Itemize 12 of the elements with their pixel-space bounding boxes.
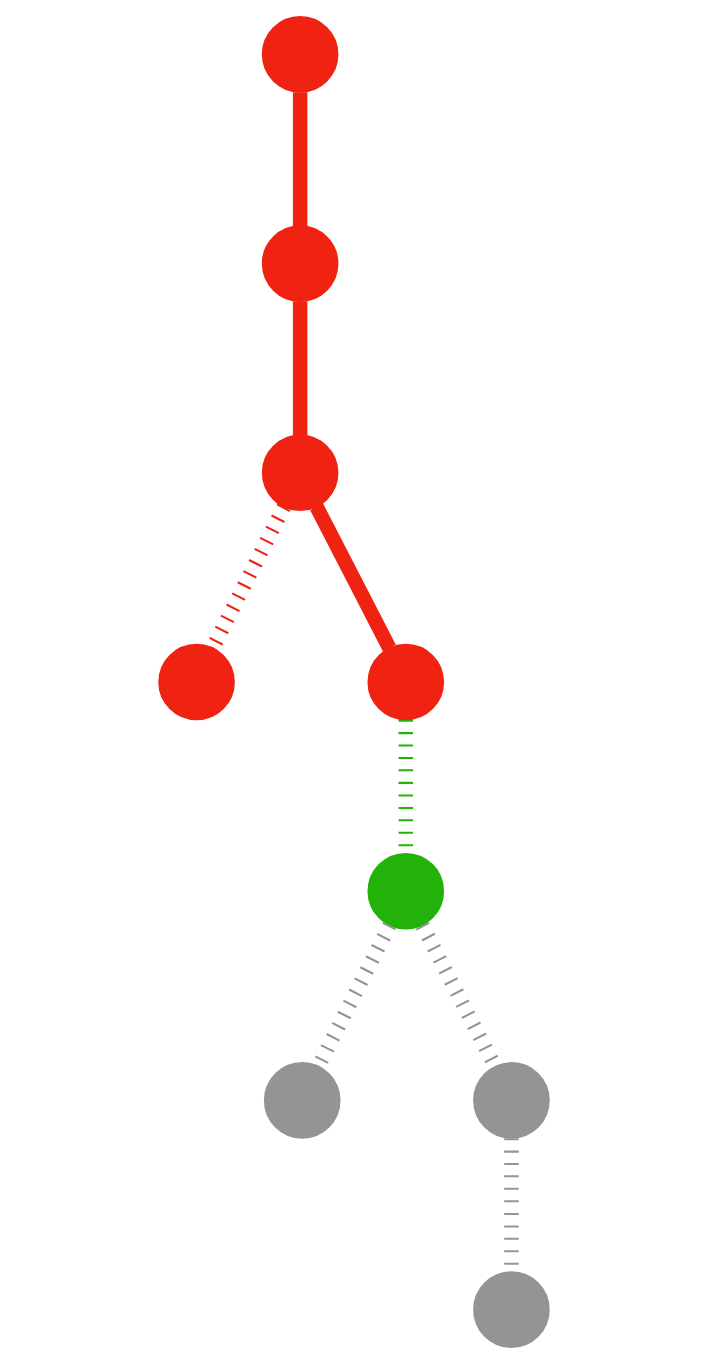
connector	[292, 301, 308, 436]
node-circle	[261, 225, 339, 302]
node-circle	[263, 1062, 341, 1139]
node-circle	[473, 1062, 550, 1139]
node-circle	[261, 16, 339, 93]
node-circle	[473, 1271, 550, 1348]
node-circle	[367, 852, 445, 930]
node-circle	[261, 434, 339, 512]
connector	[292, 92, 308, 227]
node-circle	[367, 643, 445, 721]
connector	[310, 503, 396, 652]
node-circle	[158, 643, 235, 721]
